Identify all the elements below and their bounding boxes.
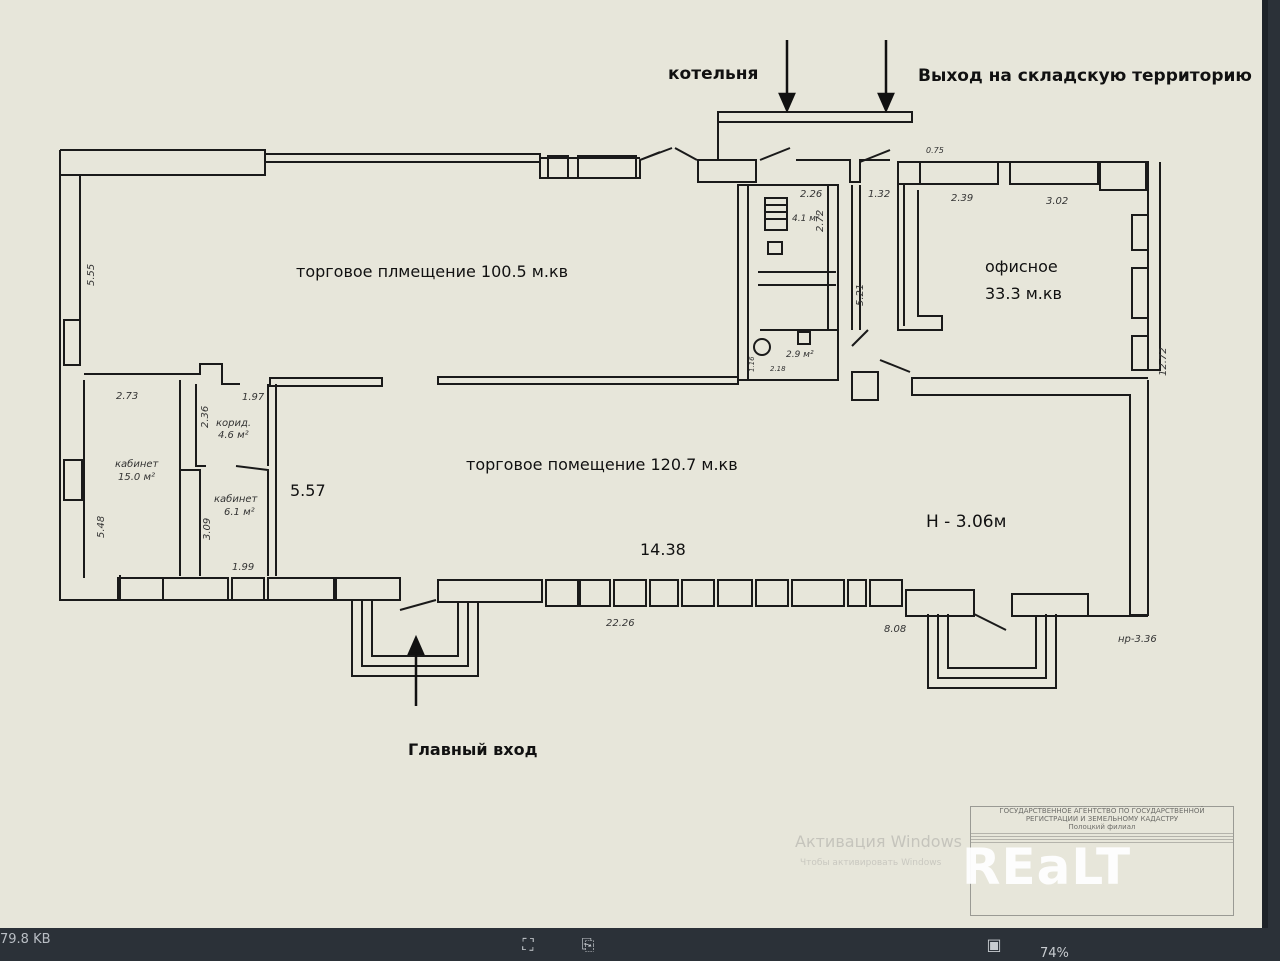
hall1-label: торговое плмещение 100.5 м.кв (296, 262, 569, 281)
entrance-porch-right (927, 614, 1057, 689)
dimension-label: 1.97 (242, 392, 265, 403)
text-scan-icon[interactable]: ⎘ (581, 935, 595, 954)
dimension-label: 5.55 (86, 263, 97, 286)
dimension-label: 2.72 (815, 209, 826, 232)
room-label: кабинет (214, 494, 258, 505)
dimension-label: 1.16 (748, 356, 756, 372)
dimension-label: 1.32 (868, 189, 891, 200)
viewer-toolbar (0, 928, 1280, 960)
stamp-text: РЕГИСТРАЦИИ И ЗЕМЕЛЬНОМУ КАДАСТРУ (1025, 815, 1179, 823)
room-label: корид. (216, 418, 252, 429)
dimension-label: 8.08 (884, 624, 907, 635)
windows-activation-watermark: Активация Windows (795, 832, 962, 851)
crop-icon[interactable]: ⛶ (522, 935, 534, 954)
dimension-label: 2.36 (200, 405, 211, 428)
zoom-level[interactable]: 74% (1040, 946, 1069, 961)
main-entrance-label: Главный вход (408, 740, 538, 759)
hall2-label: торговое помещение 120.7 м.кв (466, 455, 738, 474)
windows-activation-subtext: Чтобы активировать Windows (800, 858, 942, 868)
dimension-label: 2.26 (800, 189, 823, 200)
room-area-label: 2.9 м² (786, 350, 814, 360)
floor-plan-drawing (59, 40, 1161, 706)
dimension-label: 2.39 (951, 193, 974, 204)
room-area-label: 6.1 м² (224, 507, 255, 518)
dimension-label: 2.18 (770, 365, 786, 373)
cadastral-stamp: ГОСУДАРСТВЕННОЕ АГЕНТСТВО ПО ГОСУДАРСТВЕ… (970, 806, 1234, 916)
office-label: офисное (985, 257, 1058, 276)
dimension-label: 0.75 (926, 146, 944, 155)
dimension-label: 3.09 (202, 517, 213, 540)
photographed-monitor-screen: котельня Выход на складскую территорию т… (0, 0, 1268, 928)
dimension-label: 5.48 (96, 515, 107, 538)
exit-label: Выход на складскую территорию (918, 66, 1252, 86)
outer-wall-bottom (60, 577, 401, 601)
file-size-label: 79.8 KB (0, 932, 51, 947)
room-area-label: 4.1 м² (792, 214, 820, 224)
dimension-label: нр-3.36 (1118, 634, 1157, 645)
boiler-label: котельня (668, 64, 759, 84)
window-top (264, 153, 541, 163)
dimension-label: 12.72 (1158, 347, 1169, 376)
room-area-label: 15.0 м² (118, 472, 155, 483)
outer-wall-right (1148, 162, 1161, 371)
dimension-label: 22.26 (606, 618, 635, 629)
window-icon[interactable]: ▣ (986, 935, 1002, 954)
dimension-label: 5.21 (855, 283, 866, 306)
boiler-annex (717, 111, 913, 123)
dimension-label: 1.99 (232, 562, 255, 573)
realt-logo: REaLT (962, 838, 1132, 896)
office-walls (897, 184, 943, 331)
room-area-label: 4.6 м² (218, 430, 249, 441)
interior-partition (437, 376, 739, 385)
stamp-text: ГОСУДАРСТВЕННОЕ АГЕНТСТВО ПО ГОСУДАРСТВЕ… (999, 807, 1205, 815)
stamp-text: Полоцкий филиал (1068, 823, 1136, 831)
ceiling-height-label: Н - 3.06м (926, 512, 1007, 532)
room-label: кабинет (115, 459, 159, 470)
dimension-label: 5.57 (290, 481, 326, 500)
dimension-label: 2.73 (116, 391, 139, 402)
dimension-label: 3.02 (1046, 196, 1069, 207)
dimension-label: 14.38 (640, 540, 686, 559)
office-area-label: 33.3 м.кв (985, 284, 1062, 303)
